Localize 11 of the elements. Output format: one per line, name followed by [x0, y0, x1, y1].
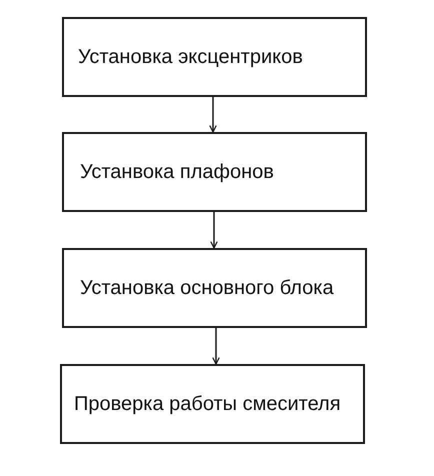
step-text: Устанвока плафонов [80, 160, 274, 184]
step-text: Проверка работы смесителя [74, 392, 341, 416]
step-text: Установка эксцентриков [78, 46, 303, 68]
arrow [209, 97, 217, 133]
process-box [60, 364, 365, 444]
step-text: Установка основного блока [80, 276, 334, 300]
arrow [212, 328, 220, 365]
arrow [210, 212, 218, 249]
process-box [62, 17, 367, 97]
process-box [62, 248, 367, 328]
process-box [62, 132, 367, 212]
